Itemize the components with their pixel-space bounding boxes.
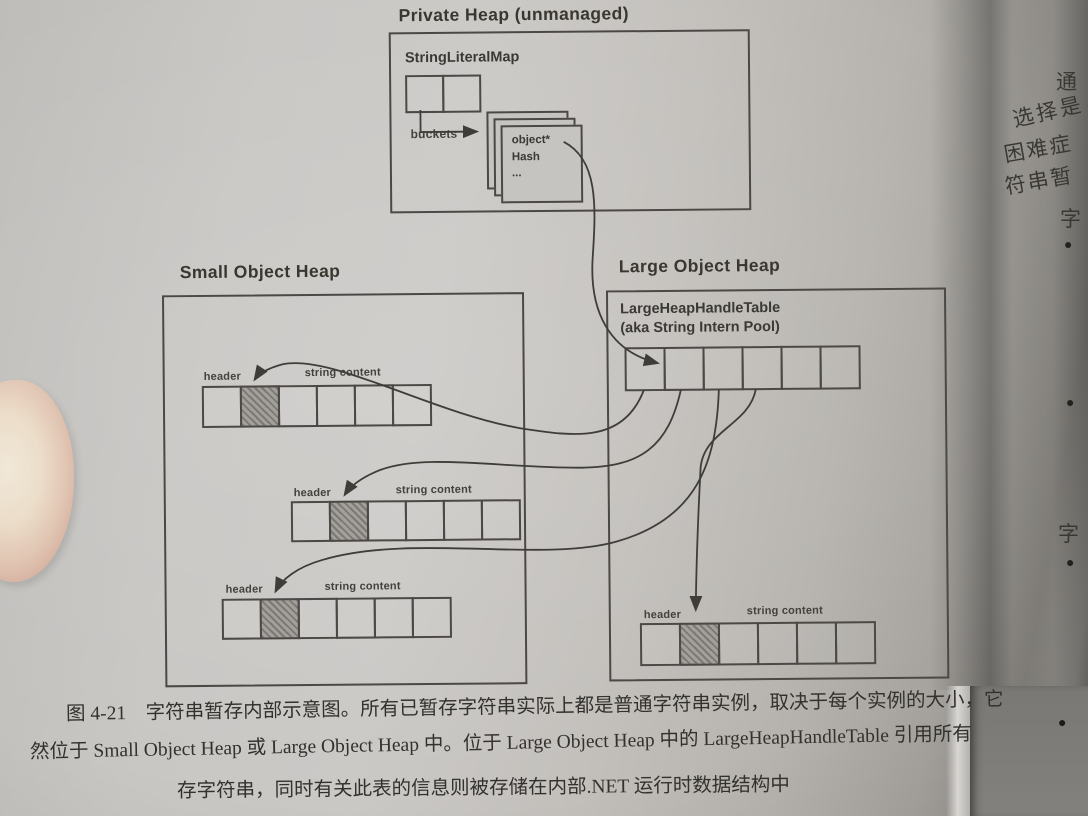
memory-cell-shaded bbox=[239, 385, 281, 428]
card-object-pointer-label: object* bbox=[511, 133, 551, 147]
loh-array-content-label: string content bbox=[746, 604, 823, 618]
memory-cell bbox=[411, 596, 453, 639]
edge-text-fragment: 通 bbox=[1056, 70, 1077, 94]
map-cell bbox=[405, 74, 445, 114]
handle-table-cell bbox=[819, 345, 861, 390]
soh-array3-content-label: string content bbox=[324, 580, 401, 593]
handle-table-cell bbox=[663, 346, 705, 391]
hash-entry-card-front: object* Hash ... bbox=[500, 124, 584, 204]
buckets-label: buckets bbox=[410, 126, 458, 142]
edge-bullet: ● bbox=[1058, 716, 1067, 731]
memory-cell bbox=[442, 499, 484, 541]
edge-bullet: ● bbox=[1066, 396, 1075, 411]
card-ellipsis-label: ... bbox=[511, 167, 522, 180]
memory-cell bbox=[297, 597, 339, 640]
memory-cell bbox=[277, 384, 319, 428]
memory-cell bbox=[290, 500, 332, 543]
memory-cell bbox=[404, 499, 446, 542]
large-heap-handle-table bbox=[624, 345, 861, 392]
large-object-heap-title: Large Object Heap bbox=[618, 254, 781, 277]
loh-array-header-label: header bbox=[643, 608, 682, 622]
memory-cell bbox=[315, 384, 357, 427]
edge-bullet: ● bbox=[1066, 556, 1075, 571]
memory-cell bbox=[366, 500, 408, 542]
soh-array1-content-label: string content bbox=[304, 366, 381, 380]
memory-cell bbox=[639, 622, 682, 667]
soh-array3-header-label: header bbox=[225, 583, 263, 596]
string-literal-map-label: StringLiteralMap bbox=[404, 49, 520, 67]
edge-bullet: ● bbox=[1064, 238, 1073, 253]
memory-cell bbox=[335, 597, 377, 639]
memory-cell bbox=[756, 621, 799, 666]
memory-cell bbox=[480, 499, 522, 541]
memory-cell-shaded bbox=[678, 622, 721, 666]
page-edge-dark-background bbox=[970, 686, 1088, 816]
soh-string-array-3 bbox=[221, 596, 453, 640]
soh-array2-content-label: string content bbox=[395, 483, 472, 497]
string-literal-map-cells bbox=[405, 74, 482, 114]
memory-cell bbox=[391, 383, 433, 427]
memory-cell-shaded bbox=[259, 598, 301, 640]
memory-cell-shaded bbox=[328, 500, 370, 542]
small-object-heap-title: Small Object Heap bbox=[179, 260, 341, 283]
memory-cell bbox=[834, 621, 877, 665]
private-heap-title: Private Heap (unmanaged) bbox=[398, 3, 630, 26]
handle-table-cell bbox=[624, 346, 666, 392]
soh-array2-header-label: header bbox=[293, 486, 332, 500]
handle-table-cell bbox=[780, 345, 822, 390]
memory-cell bbox=[795, 621, 838, 665]
handle-table-cell bbox=[702, 346, 744, 391]
memory-cell bbox=[353, 384, 395, 427]
soh-array1-header-label: header bbox=[203, 370, 242, 383]
map-cell bbox=[442, 74, 482, 113]
memory-cell bbox=[373, 597, 415, 639]
memory-cell bbox=[221, 598, 263, 640]
memory-cell bbox=[717, 622, 760, 666]
page-edge-highlight bbox=[946, 686, 972, 816]
loh-string-array bbox=[639, 621, 877, 667]
soh-string-array-1 bbox=[201, 383, 433, 428]
edge-text-fragment: 字 bbox=[1058, 522, 1079, 546]
handle-table-label-line1: LargeHeapHandleTable bbox=[620, 299, 781, 318]
edge-text-fragment: 字 bbox=[1060, 207, 1081, 231]
memory-cell bbox=[201, 385, 243, 428]
handle-table-cell bbox=[741, 345, 783, 391]
card-hash-label: Hash bbox=[511, 150, 540, 163]
handle-table-label-line2: (aka String Intern Pool) bbox=[620, 318, 780, 337]
soh-string-array-2 bbox=[290, 499, 522, 543]
